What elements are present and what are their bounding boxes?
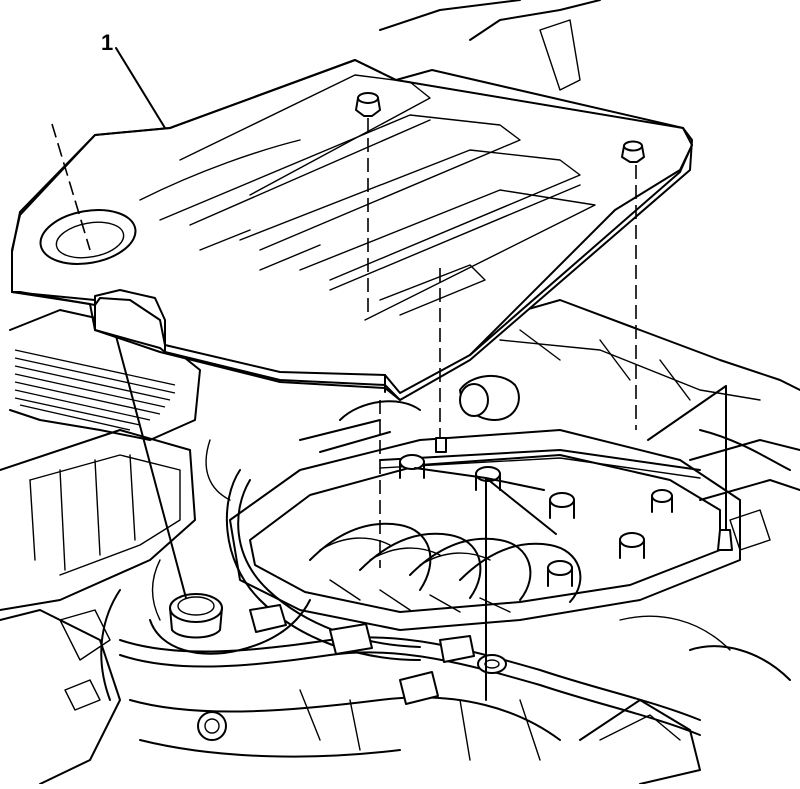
ball-stud	[435, 437, 733, 551]
leader-lines	[115, 47, 727, 701]
intake-manifold	[205, 374, 791, 661]
wiring-harness	[100, 559, 791, 785]
oil-filler-opening	[39, 209, 137, 265]
air-cleaner-housing	[0, 309, 201, 785]
callout-number: 1	[101, 30, 114, 55]
cowl-area	[379, 0, 800, 551]
fuel-injector	[399, 454, 673, 587]
engine-cover	[11, 59, 693, 401]
alignment-lines	[51, 118, 637, 568]
cover-retaining-grommet	[355, 92, 645, 163]
